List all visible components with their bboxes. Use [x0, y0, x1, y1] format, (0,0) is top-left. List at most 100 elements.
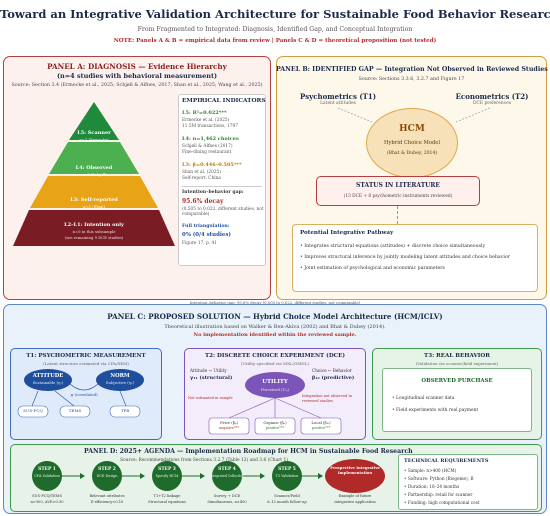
hcm-circle [366, 108, 458, 178]
empirical-indicators-box [178, 94, 266, 266]
final-detail-1: Example of future [338, 494, 372, 498]
t1-title: T1: PSYCHOMETRIC MEASUREMENT [26, 353, 146, 359]
t2-subtitle: (Utility specified via MXL/GMNL) [240, 361, 310, 366]
indicator-l5-note: 11.5M transactions, 1797 [182, 124, 238, 129]
gamma-structural: γ₁₁ (structural) [190, 375, 233, 381]
pathway-item-3: • Joint estimation of psychological and … [300, 266, 445, 271]
level-2-1-label: L2–L1: Intention only [64, 222, 124, 228]
step-5-detail-1: Scanner/Field [274, 494, 300, 498]
hcm-reference: (Bhat & Dubey, 2014) [386, 151, 438, 156]
gap-connectors [337, 107, 491, 123]
step-1-detail-2: n>300, AVE>0.50 [30, 500, 64, 504]
attr-organic-note: positive*** [265, 426, 285, 430]
norm-sub: Subjective (η₂) [105, 380, 135, 385]
pathway-title: Potential Integrative Pathway [300, 230, 394, 236]
utility-node [245, 372, 305, 398]
level-5-sub: n=1 (Ermecke) [79, 137, 109, 142]
panel-c-sub1: Theoretical illustration based on Walker… [164, 324, 386, 330]
observed-purchase-title: OBSERVED PURCHASE [421, 378, 493, 384]
evidence-pyramid [13, 102, 175, 246]
status-title: STATUS IN LITERATURE [356, 182, 440, 189]
indicator-sus-fcq [17, 405, 49, 418]
tech-item-3: • Duration: 18–24 months [404, 484, 460, 489]
step-3-detail-1: T1+T2 linkage [153, 494, 181, 498]
indicator-l3-value: L3: β=0.446–0.505*** [182, 162, 242, 168]
final-implementation-label: Prospective Integrative Implementation [330, 465, 380, 475]
attr-price-label: Price (βₚ) [220, 420, 238, 425]
attitude-utility-label: Attitude → Utility [190, 368, 227, 373]
pyramid-level-3 [30, 176, 158, 208]
step-4-detail-2: Simultaneous, n>400 [207, 500, 247, 504]
indicator-l4-note: Fine-dining restaurant [182, 150, 232, 155]
pyramid-level-5 [69, 102, 119, 140]
step-2-circle [92, 461, 122, 491]
step-4-circle [212, 461, 242, 491]
attitude-node [24, 369, 72, 391]
step-5-circle [272, 461, 302, 491]
step-4-detail-1: Survey + DCE [213, 494, 241, 498]
gap-note: (0.505 to 0.022, different studies, not … [182, 207, 264, 217]
t2-shapes [208, 372, 342, 435]
step-4-name: Integrated Collection [209, 474, 245, 478]
step-1-circle [32, 461, 62, 491]
attr-local-note: positive*** [311, 426, 331, 430]
norm-label: NORM [110, 373, 130, 379]
attr-organic-label: Organic (βₒ) [263, 420, 287, 425]
tech-item-4: • Partnership: retail for scanner [404, 492, 473, 497]
t1-psychometric-box [10, 348, 162, 440]
tech-item-5: • Funding: high computational cost [404, 500, 480, 505]
indicator-tpb-label: TPB [120, 408, 130, 413]
level-2-1-sub2: (see remaining 9 DCE studies) [64, 235, 124, 240]
t3-subtitle: (Validation via scanner/field experiment… [415, 361, 499, 366]
step-3-number: STEP 3 [158, 467, 176, 472]
hcm-title: HCM [399, 124, 425, 134]
t1-shapes [17, 369, 144, 418]
page-subtitle: From Fragmented to Integrated: Diagnosis… [137, 26, 413, 33]
header: Toward an Integrative Validation Archite… [0, 0, 550, 56]
gap-value: 95.6% decay [182, 198, 224, 205]
attitude-label: ATTITUDE [32, 373, 64, 379]
triangulation-label: Full triangulation: [182, 224, 230, 229]
triangulation-note: Figure 17, p. 41 [182, 241, 217, 246]
not-observed-note: Integration not observed in reviewed stu… [302, 394, 352, 403]
indicator-l3-ref: Shan et al. (2025) [182, 170, 221, 175]
step-5-number: STEP 5 [278, 467, 296, 472]
level-3-sub: n=1 (Shan) [83, 204, 105, 209]
panel-a-subtitle: (n=4 studies with behavioral measurement… [56, 72, 218, 80]
step-3-name: Specify HCM [155, 474, 179, 478]
tech-item-2: • Software: Python (Biogeme), R [404, 476, 474, 481]
indicator-tems [59, 405, 91, 418]
choice-behavior-label: Choice ← Behavior [312, 368, 352, 373]
level-5-label: L5: Scanner [77, 130, 111, 136]
triangulation-value: 0% (0/4 studies) [182, 232, 231, 238]
level-2-1-sub: n=0 in this subsample [72, 229, 116, 234]
step-2-number: STEP 2 [98, 467, 116, 472]
step-4-number: STEP 4 [218, 467, 236, 472]
panel-c-title: PANEL C: PROPOSED SOLUTION — Hybrid Choi… [107, 312, 443, 321]
attr-organic [254, 417, 296, 435]
attr-price [208, 417, 250, 435]
econometrics-sub: DCE preferences [472, 101, 512, 106]
panel-d-source: Source: Recommendations from Sections 3.… [120, 458, 288, 463]
utility-label: UTILITY [262, 379, 288, 385]
indicators-title: EMPIRICAL INDICATORS [182, 98, 266, 104]
observed-purchase-box [382, 368, 532, 432]
beta-predictive: β₁₂ (predictive) [312, 375, 355, 381]
panel-c-sub2: No implementation identified within the … [193, 332, 357, 338]
attr-local-label: Local (βₗₒ) [311, 420, 331, 425]
norm-node [96, 369, 144, 391]
integrative-pathway-box [292, 224, 538, 292]
tech-item-1: • Sample: n>400 (HCM) [404, 468, 457, 473]
step-2-name: DCE Design [96, 474, 118, 478]
panel-a-source: Source: Section 3.4 (Ermecke et al., 202… [11, 83, 263, 88]
step-2-detail-1: Relevant attributes [89, 494, 125, 498]
indicator-l5-ref: Ermecke et al. (2025) [182, 118, 230, 123]
level-4-label: L4: Observed [75, 165, 113, 171]
step-1-detail-1: SUS-FCQ/TEMS [32, 494, 62, 498]
indicator-l4-ref: Schjøll & Alfnes (2017) [182, 144, 233, 149]
t2-title: T2: DISCRETE CHOICE EXPERIMENT (DCE) [204, 353, 346, 359]
pathway-item-2: • Improves structural inference by joint… [300, 255, 510, 260]
page-title: Toward an Integrative Validation Archite… [0, 7, 550, 21]
step-5-name: T3 Validation [275, 474, 299, 478]
indicator-tpb [109, 405, 141, 418]
